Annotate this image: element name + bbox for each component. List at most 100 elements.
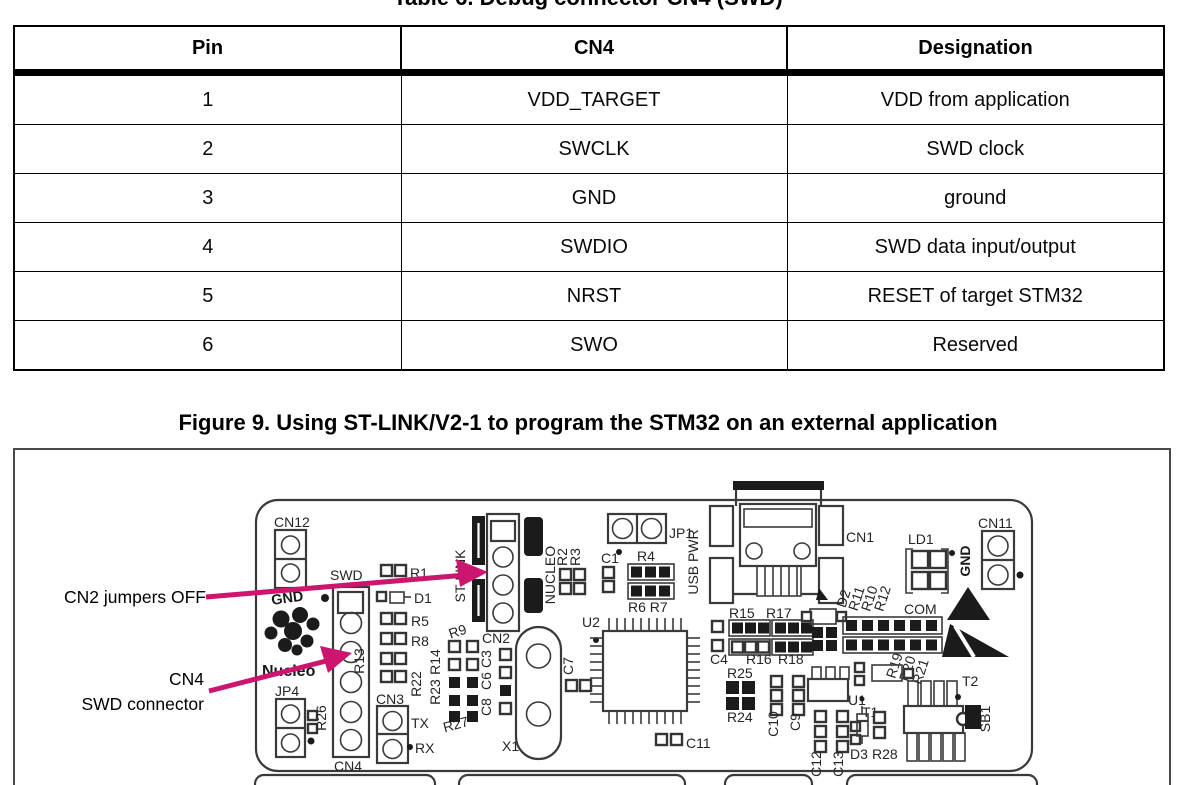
signal-cell: SWO <box>400 320 788 371</box>
svg-text:C9: C9 <box>787 713 803 731</box>
svg-text:CN12: CN12 <box>274 514 310 530</box>
svg-text:R23: R23 <box>427 679 443 705</box>
jp1-jumper: JP1 USB PWR <box>606 512 701 595</box>
cn11-connector: CN11 GND <box>957 515 1024 591</box>
svg-text:JP4: JP4 <box>275 683 299 699</box>
figure-caption: Figure 9. Using ST-LINK/V2-1 to program … <box>178 410 998 435</box>
svg-text:R5: R5 <box>411 613 429 629</box>
svg-text:U2: U2 <box>582 614 600 630</box>
svg-text:R22: R22 <box>408 671 424 697</box>
svg-text:RX: RX <box>415 740 435 756</box>
svg-text:R4: R4 <box>637 548 655 564</box>
svg-text:U1: U1 <box>848 692 866 708</box>
arrow-to-cn4 <box>208 646 352 694</box>
signal-cell: NRST <box>400 271 788 321</box>
svg-text:GND: GND <box>957 545 973 576</box>
svg-text:COM: COM <box>904 601 937 617</box>
arrow-to-cn2 <box>205 559 488 600</box>
signal-cell: GND <box>400 173 788 223</box>
svg-text:C3: C3 <box>478 650 494 668</box>
svg-text:GND: GND <box>270 589 304 609</box>
u2-mcu: U2 <box>582 614 700 724</box>
svg-text:C12: C12 <box>808 751 824 777</box>
c1-r4-passives: C1 R4 R6 R7 <box>601 548 675 615</box>
table-row: 6 SWO Reserved <box>13 320 1165 371</box>
svg-text:D1: D1 <box>414 590 432 606</box>
mid-passives: R9 R14 R23 R27 C3 C6 C8 <box>427 621 513 735</box>
ld1-led: LD1 COM <box>904 531 955 617</box>
svg-text:R11: R11 <box>845 584 868 613</box>
svg-text:C1: C1 <box>601 550 619 566</box>
table-header-row: Pin CN4 Designation <box>13 25 1165 76</box>
svg-text:R16: R16 <box>746 651 772 667</box>
svg-text:R15: R15 <box>729 605 755 621</box>
svg-text:JP1: JP1 <box>669 525 693 541</box>
pin-cell: 4 <box>13 222 402 272</box>
header-cell-pin: Pin <box>13 25 402 76</box>
cn1-usb-connector: CN1 <box>708 481 874 605</box>
svg-text:R9: R9 <box>446 621 468 642</box>
cn3-connector: CN3 TX RX <box>375 691 435 765</box>
regulator-area: U1 T1 D3 R28 C12 C13 <box>806 666 898 777</box>
designation-cell: Reserved <box>786 320 1165 371</box>
cn12-connector: CN12 <box>273 514 310 590</box>
figure-frame <box>13 448 1171 785</box>
svg-text:R24: R24 <box>727 709 753 725</box>
designation-cell: RESET of target STM32 <box>786 271 1165 321</box>
designation-cell: SWD clock <box>786 124 1165 174</box>
svg-text:R14: R14 <box>427 649 443 675</box>
right-passives: D2 R11 R10 R12 R19 R20 R21 <box>800 584 943 687</box>
jp4-connector: JP4 R26 <box>274 683 329 759</box>
header-cell-designation: Designation <box>786 25 1165 76</box>
x1-crystal: X1 C7 <box>502 625 593 761</box>
designation-cell: ground <box>786 173 1165 223</box>
signal-cell: SWDIO <box>400 222 788 272</box>
svg-text:R12: R12 <box>871 584 894 614</box>
table-title: Table 6. Debug connector CN4 (SWD) <box>13 0 1163 11</box>
pin-cell: 6 <box>13 320 402 371</box>
svg-text:R26: R26 <box>313 705 329 731</box>
svg-text:D3: D3 <box>850 746 868 762</box>
svg-text:LD1: LD1 <box>908 531 934 547</box>
svg-text:R27: R27 <box>441 713 470 735</box>
svg-text:C8: C8 <box>478 698 494 716</box>
svg-text:CN4: CN4 <box>334 758 362 774</box>
table-row: 1 VDD_TARGET VDD from application <box>13 72 1165 125</box>
pcb-board-outline <box>253 498 1039 785</box>
signal-cell: VDD_TARGET <box>400 72 788 125</box>
svg-text:X1: X1 <box>502 738 519 754</box>
svg-text:CN2: CN2 <box>482 630 510 646</box>
svg-text:R2: R2 <box>554 548 570 566</box>
svg-text:D2: D2 <box>833 587 854 609</box>
svg-text:R17: R17 <box>766 605 792 621</box>
cn2-connector: ST-LINK CN2 NUCLEO R2 R3 <box>452 512 587 646</box>
annotation-swd-connector: SWD connector <box>81 694 204 714</box>
svg-text:R28: R28 <box>872 746 898 762</box>
svg-text:R10: R10 <box>858 584 881 614</box>
annotation-cn4: CN4 <box>169 669 204 689</box>
svg-text:CN1: CN1 <box>846 529 874 545</box>
figure-annotations: CN2 jumpers OFF CN4 SWD connector <box>64 559 488 714</box>
svg-text:C7: C7 <box>560 657 576 675</box>
svg-text:NUCLEO: NUCLEO <box>542 546 558 604</box>
svg-text:C4: C4 <box>710 651 728 667</box>
svg-text:SB1: SB1 <box>977 706 993 733</box>
annotation-cn2-jumpers: CN2 jumpers OFF <box>64 587 206 607</box>
pin-cell: 5 <box>13 271 402 321</box>
pin-cell: 1 <box>13 72 402 125</box>
svg-text:C13: C13 <box>830 751 846 777</box>
svg-text:SWD: SWD <box>330 567 363 583</box>
svg-text:C6: C6 <box>478 672 494 690</box>
svg-text:USB PWR: USB PWR <box>685 529 701 594</box>
svg-text:C10: C10 <box>765 711 781 737</box>
debug-connector-table: Pin CN4 Designation 1 VDD_TARGET VDD fro… <box>13 25 1165 371</box>
soic-ic: T2 SB1 <box>902 673 993 762</box>
svg-text:R13: R13 <box>351 648 367 674</box>
center-passives: R15 R17 C4 R16 R18 R25 R24 C10 C9 C11 <box>654 605 814 751</box>
svg-text:R18: R18 <box>778 651 804 667</box>
svg-text:C11: C11 <box>686 735 711 751</box>
table-row: 3 GND ground <box>13 173 1165 223</box>
header-cell-cn4: CN4 <box>400 25 788 76</box>
